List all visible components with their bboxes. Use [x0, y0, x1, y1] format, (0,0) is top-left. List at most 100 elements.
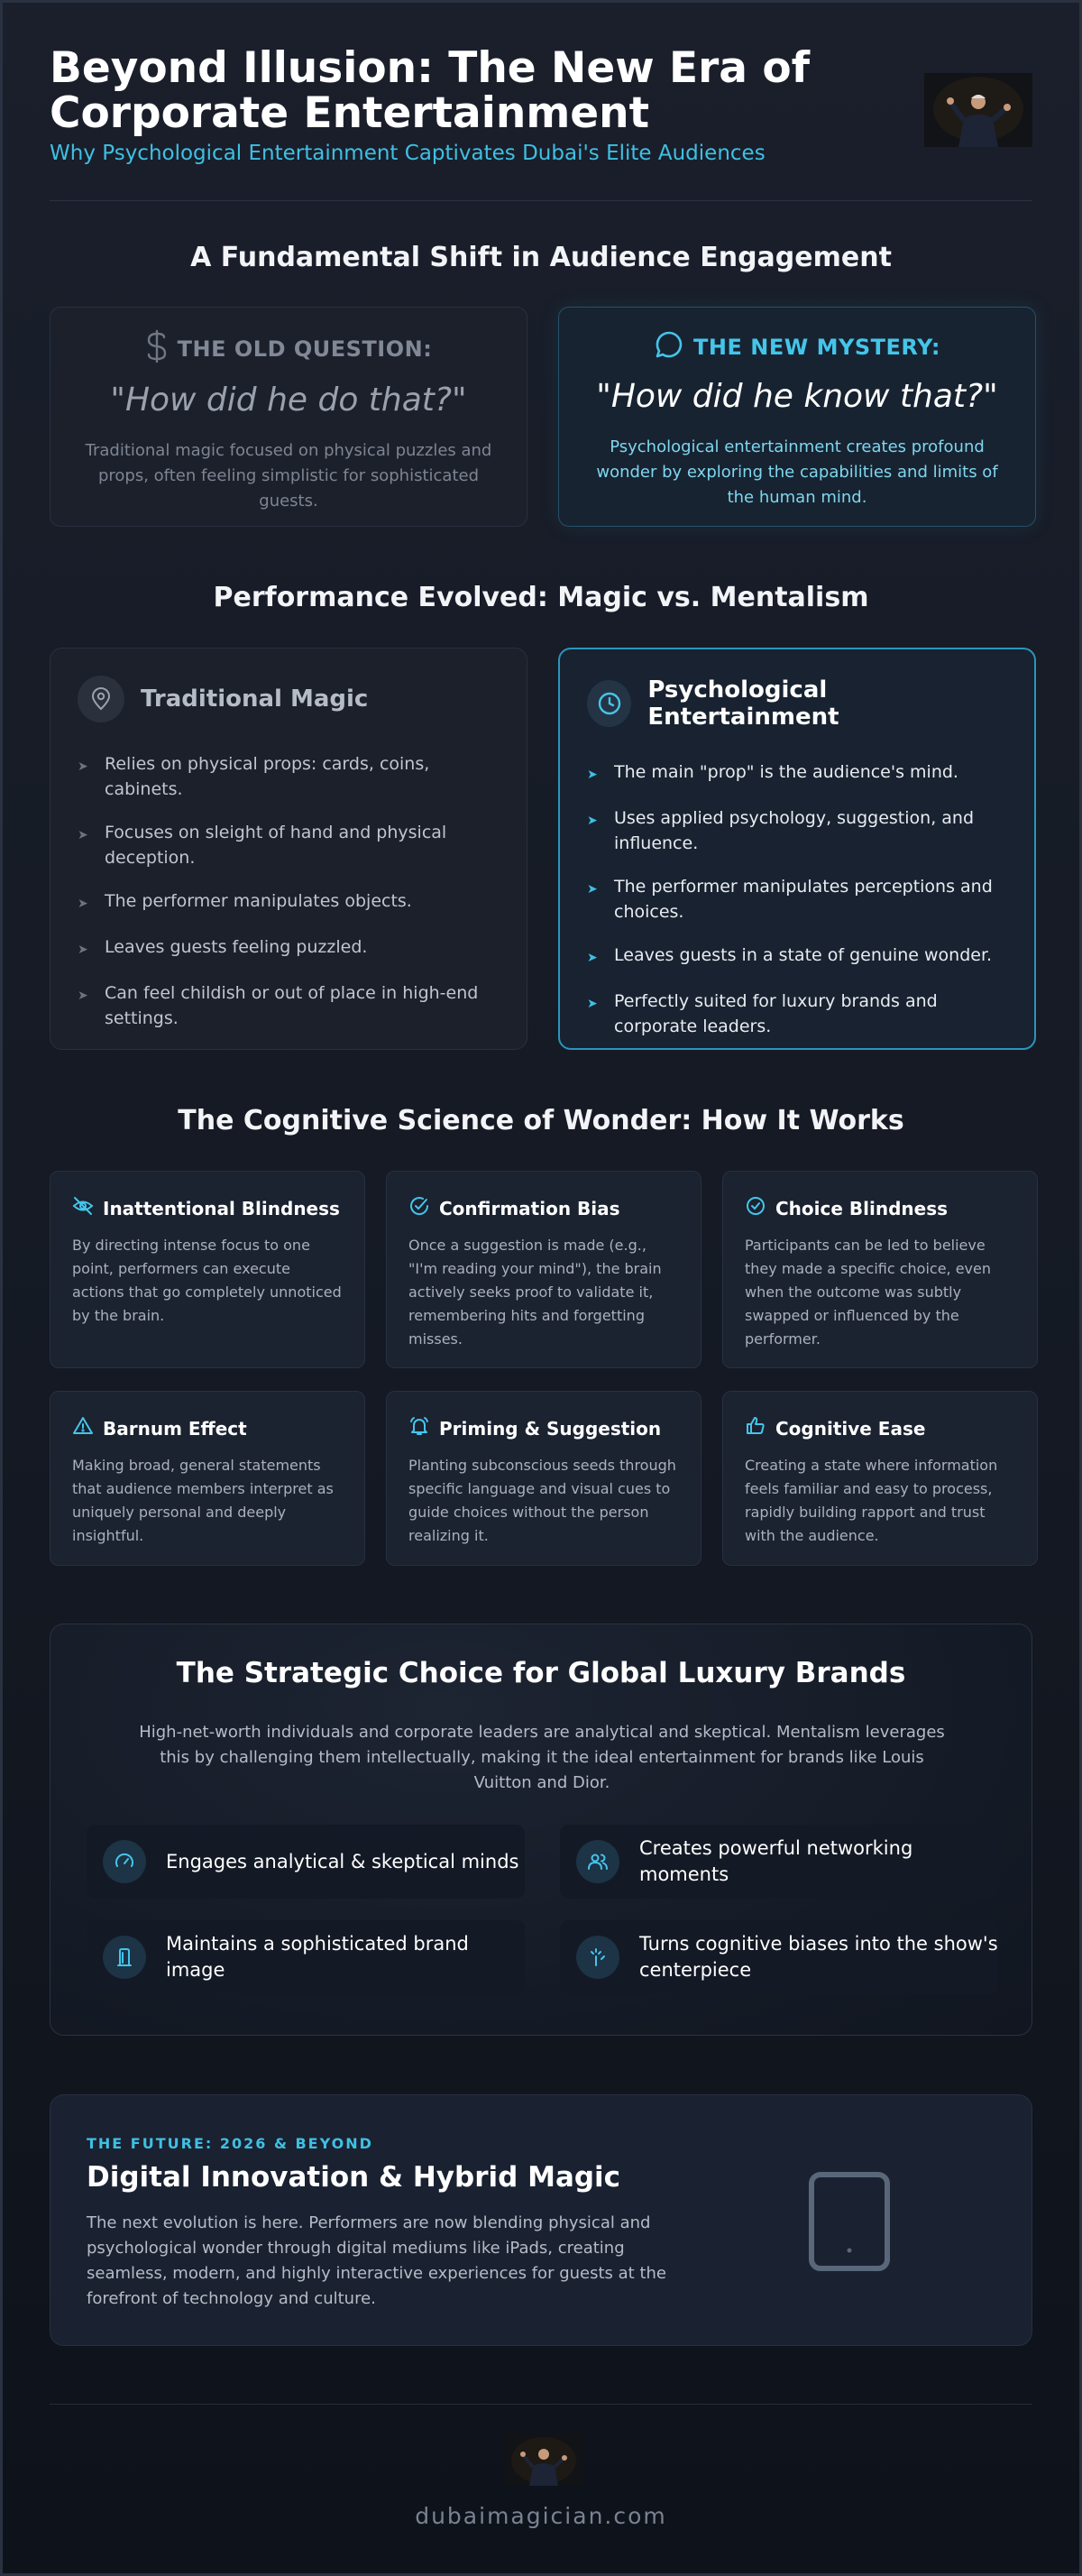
arrow-icon: ➤	[587, 814, 598, 828]
science-card-cognitive-ease: Cognitive Ease Creating a state where in…	[722, 1391, 1038, 1566]
list-item-text: Focuses on sleight of hand and physical …	[105, 823, 447, 868]
science-card-title: Choice Blindness	[775, 1197, 949, 1219]
arrow-icon: ➤	[78, 759, 88, 774]
new-mystery-header: THE NEW MYSTERY:	[559, 329, 1035, 365]
list-item-text: Can feel childish or out of place in hig…	[105, 983, 479, 1028]
footer-performer-photo	[504, 2433, 583, 2486]
page-title: Beyond Illusion: The New Era of Corporat…	[50, 43, 811, 138]
traditional-magic-card: Traditional Magic ➤ Relies on physical pr…	[50, 648, 527, 1050]
science-card-priming-suggestion: Priming & Suggestion Planting subconscio…	[386, 1391, 701, 1566]
feature-label: Engages analytical & skeptical minds	[166, 1850, 519, 1872]
science-card-confirmation-bias: Confirmation Bias Once a suggestion is m…	[386, 1171, 701, 1368]
science-card-inattentional-blindness: Inattentional Blindness By directing int…	[50, 1171, 365, 1368]
list-item: ➤ Perfectly suited for luxury brands and …	[587, 989, 1007, 1039]
page-subtitle: Why Psychological Entertainment Captivat…	[50, 142, 766, 165]
arrow-icon: ➤	[78, 897, 88, 911]
check-badge-icon	[745, 1195, 766, 1221]
science-card-description: Planting subconscious seeds through spec…	[408, 1457, 676, 1544]
list-item: ➤ Uses applied psychology, suggestion, an…	[587, 805, 1007, 856]
list-item-text: The performer manipulates objects.	[105, 891, 412, 911]
performance-section-title: Performance Evolved: Magic vs. Mentalism	[213, 582, 869, 613]
science-card-title: Inattentional Blindness	[103, 1197, 340, 1219]
strategic-title: The Strategic Choice for Global Luxury B…	[176, 1657, 906, 1689]
feature-label: Maintains a sophisticated brand image	[166, 1933, 469, 1981]
science-card-description: By directing intense focus to one point,…	[72, 1237, 342, 1324]
future-title: Digital Innovation & Hybrid Magic	[87, 2161, 621, 2194]
new-mystery-card: THE NEW MYSTERY: "How did he know that?"…	[558, 307, 1036, 527]
footer-website[interactable]: dubaimagician.com	[415, 2503, 667, 2529]
list-item-text: Leaves guests in a state of genuine wond…	[614, 945, 993, 965]
psychological-entertainment-card: Psychological Entertainment ➤ The main "p…	[558, 648, 1036, 1050]
science-card-choice-blindness: Choice Blindness Participants can be led…	[722, 1171, 1038, 1368]
science-card-description: Participants can be led to believe they …	[745, 1237, 991, 1348]
check-circle-icon	[408, 1195, 430, 1221]
old-question-quote: "How did he do that?"	[110, 382, 467, 419]
future-description: The next evolution is here. Performers a…	[87, 2213, 666, 2308]
list-item: ➤ The performer manipulates perceptions a…	[587, 874, 1007, 925]
tablet-icon	[808, 2171, 891, 2276]
arrow-icon: ➤	[587, 882, 598, 897]
list-item: ➤ The performer manipulates objects.	[78, 888, 500, 916]
list-item-text: Leaves guests feeling puzzled.	[105, 937, 368, 957]
feature-brand-image: Maintains a sophisticated brand image	[87, 1920, 525, 1994]
list-item: ➤ Focuses on sleight of hand and physical…	[78, 820, 500, 870]
feature-label: Creates powerful networking moments	[639, 1837, 913, 1885]
science-card-title: Priming & Suggestion	[439, 1417, 662, 1440]
list-item-text: Uses applied psychology, suggestion, and…	[614, 808, 975, 853]
arrow-icon: ➤	[78, 989, 88, 1003]
users-icon	[576, 1840, 619, 1883]
psychological-entertainment-title: Psychological Entertainment	[647, 676, 839, 731]
list-item-text: The performer manipulates perceptions an…	[614, 877, 993, 922]
feature-cognitive-biases: Turns cognitive biases into the show's c…	[560, 1920, 998, 1994]
new-mystery-quote: "How did he know that?"	[596, 378, 998, 415]
strategic-choice-panel: The Strategic Choice for Global Luxury B…	[50, 1624, 1032, 2036]
list-item: ➤ The main "prop" is the audience's mind.	[587, 759, 1007, 787]
list-item-text: Relies on physical props: cards, coins, …	[105, 754, 430, 799]
old-question-description: Traditional magic focused on physical pu…	[85, 441, 492, 511]
feature-networking-moments: Creates powerful networking moments	[560, 1825, 998, 1899]
list-item-text: The main "prop" is the audience's mind.	[614, 762, 958, 782]
arrow-icon: ➤	[78, 943, 88, 957]
bell-ring-icon	[408, 1415, 430, 1441]
psychological-entertainment-header: Psychological Entertainment	[587, 676, 1007, 731]
list-item-text: Perfectly suited for luxury brands and c…	[614, 991, 938, 1036]
list-item: ➤ Leaves guests in a state of genuine won…	[587, 943, 1007, 971]
infographic-page: Beyond Illusion: The New Era of Corporat…	[3, 3, 1079, 2573]
science-section-title: The Cognitive Science of Wonder: How It …	[178, 1105, 904, 1136]
arrow-icon: ➤	[78, 828, 88, 842]
psychological-entertainment-list: ➤ The main "prop" is the audience's mind.…	[587, 759, 1007, 1039]
gauge-icon	[103, 1840, 146, 1883]
list-item: ➤ Relies on physical props: cards, coins,…	[78, 751, 500, 802]
header: Beyond Illusion: The New Era of Corporat…	[50, 3, 1032, 201]
shift-section-title: A Fundamental Shift in Audience Engageme…	[190, 242, 892, 273]
feature-label: Turns cognitive biases into the show's c…	[639, 1933, 998, 1981]
traditional-magic-title: Traditional Magic	[141, 685, 369, 713]
clock-icon	[587, 680, 632, 727]
thumbs-up-icon	[745, 1415, 766, 1441]
sparkle-wand-icon	[576, 1936, 619, 1979]
list-item: ➤ Leaves guests feeling puzzled.	[78, 934, 500, 962]
science-card-description: Once a suggestion is made (e.g., "I'm re…	[408, 1237, 662, 1348]
new-mystery-description: Psychological entertainment creates prof…	[596, 437, 998, 507]
science-card-description: Making broad, general statements that au…	[72, 1457, 334, 1544]
map-pin-icon	[78, 676, 124, 722]
old-question-label: THE OLD QUESTION:	[177, 336, 433, 362]
arrow-icon: ➤	[587, 951, 598, 965]
new-mystery-label: THE NEW MYSTERY:	[693, 335, 940, 360]
speech-bubble-icon	[654, 329, 684, 365]
science-card-title: Cognitive Ease	[775, 1417, 926, 1440]
science-card-description: Creating a state where information feels…	[745, 1457, 998, 1544]
arrow-icon: ➤	[587, 768, 598, 782]
traditional-magic-header: Traditional Magic	[78, 676, 500, 722]
traditional-magic-list: ➤ Relies on physical props: cards, coins,…	[78, 751, 500, 1031]
old-question-card: THE OLD QUESTION: "How did he do that?" …	[50, 307, 527, 527]
feature-analytical-minds: Engages analytical & skeptical minds	[87, 1825, 525, 1899]
old-question-header: THE OLD QUESTION:	[50, 329, 527, 369]
science-card-title: Confirmation Bias	[439, 1197, 620, 1219]
arrow-icon: ➤	[587, 997, 598, 1011]
science-card-barnum-effect: Barnum Effect Making broad, general stat…	[50, 1391, 365, 1566]
future-panel: THE FUTURE: 2026 & BEYOND Digital Innova…	[50, 2094, 1032, 2346]
dollar-icon	[145, 329, 169, 369]
gem-tower-icon	[103, 1936, 146, 1979]
footer-divider	[50, 2404, 1032, 2405]
